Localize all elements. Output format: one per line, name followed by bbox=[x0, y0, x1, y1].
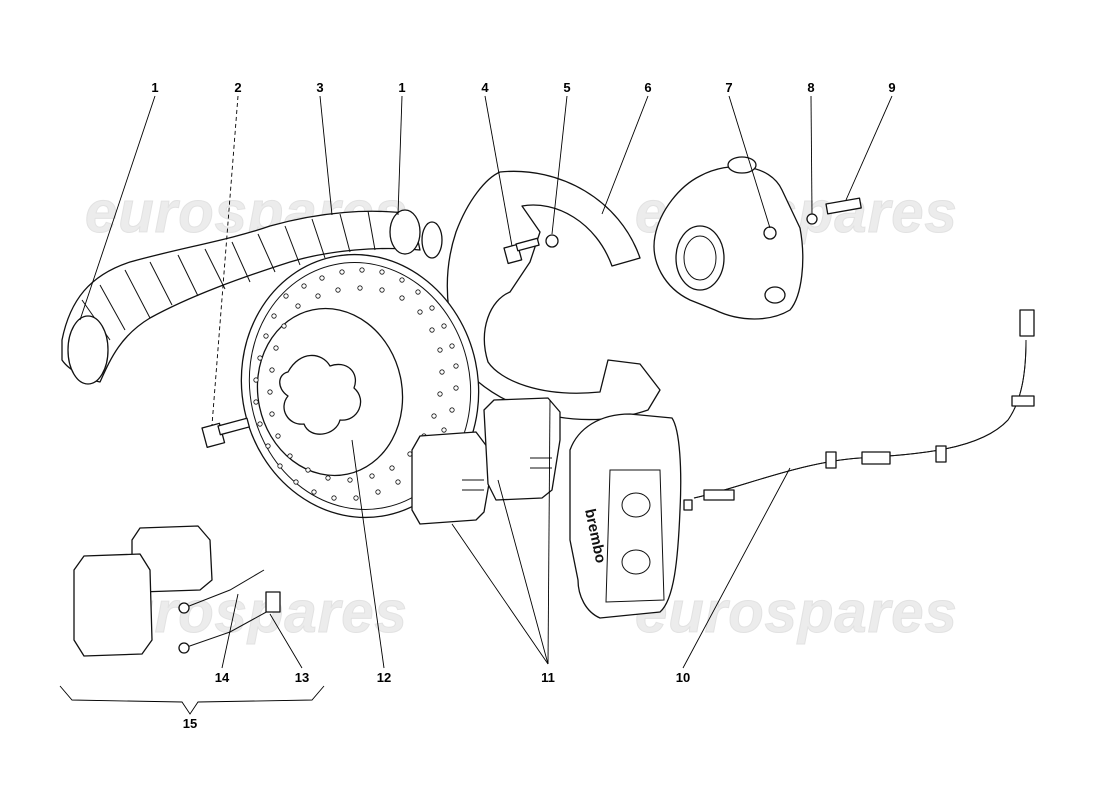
callout-3: 3 bbox=[316, 80, 323, 95]
brake-pads bbox=[411, 397, 561, 525]
callout-2: 2 bbox=[234, 80, 241, 95]
callout-9: 9 bbox=[888, 80, 895, 95]
callout-13: 13 bbox=[295, 670, 309, 685]
callout-14: 14 bbox=[215, 670, 230, 685]
disc-bolt bbox=[201, 417, 250, 448]
callout-10: 10 bbox=[676, 670, 690, 685]
callout-6: 6 bbox=[644, 80, 651, 95]
hub-carrier bbox=[653, 156, 862, 320]
brake-hose bbox=[693, 309, 1035, 501]
callout-8: 8 bbox=[807, 80, 814, 95]
callout-11: 11 bbox=[541, 670, 555, 685]
pad-kit bbox=[73, 525, 281, 657]
callout-12: 12 bbox=[377, 670, 391, 685]
watermark-bottom-right: eurospares bbox=[635, 580, 958, 645]
dust-shield bbox=[446, 170, 661, 421]
shield-bolt bbox=[503, 234, 559, 265]
callout-4: 4 bbox=[481, 80, 489, 95]
callout-labels: 1 2 3 1 4 5 6 7 8 9 10 11 12 13 14 15 bbox=[151, 80, 895, 731]
callout-1-duct: 1 bbox=[151, 80, 158, 95]
brake-caliper: brembo bbox=[569, 413, 693, 619]
callout-7: 7 bbox=[725, 80, 732, 95]
callout-15: 15 bbox=[183, 716, 197, 731]
callout-1-ring: 1 bbox=[398, 80, 405, 95]
callout-5: 5 bbox=[563, 80, 570, 95]
leader-lines bbox=[59, 95, 893, 715]
air-duct bbox=[61, 209, 443, 385]
